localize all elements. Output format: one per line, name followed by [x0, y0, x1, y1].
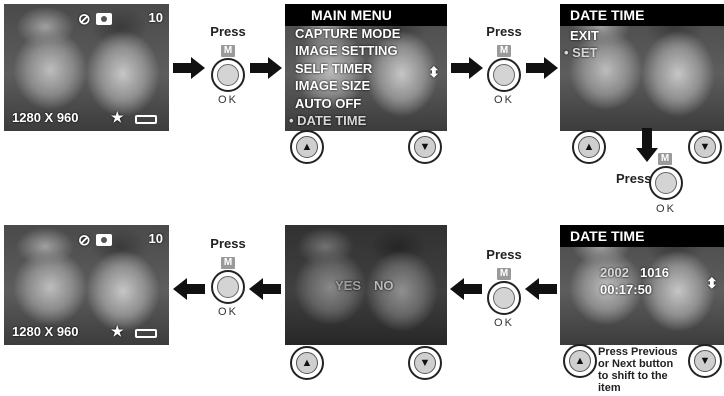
down-arrow-icon: ▼ — [690, 346, 720, 376]
menu-item-set[interactable]: • SET — [564, 45, 597, 61]
press-label: Press — [616, 171, 651, 186]
ok-label: OK — [198, 306, 258, 318]
ok-label: OK — [198, 94, 258, 106]
shots-count: 10 — [149, 231, 163, 246]
confirm-screen: YES NO — [285, 225, 447, 345]
date-time-set-title: DATE TIME — [560, 225, 724, 247]
up-arrow-icon: ▲ — [292, 348, 322, 378]
quality-star-icon: ★ — [111, 323, 124, 340]
adjust-updown-icon: ⬍ — [706, 275, 718, 292]
navigation-note: Press Previous or Next button to shift t… — [598, 346, 678, 394]
menu-m-badge: M — [221, 45, 235, 57]
down-arrow-icon: ▼ — [410, 132, 440, 162]
flash-off-icon: ⊘ — [78, 231, 91, 249]
previous-button[interactable]: ▲ — [290, 346, 324, 380]
menu-item-self-timer[interactable]: SELF TIMER — [295, 61, 372, 77]
menu-ok-button[interactable] — [487, 58, 521, 92]
ok-label: OK — [474, 317, 534, 329]
press-label: Press — [474, 247, 534, 262]
menu-item-date-time[interactable]: • DATE TIME — [289, 113, 366, 129]
previous-button[interactable]: ▲ — [563, 344, 597, 378]
date-time-menu-screen: DATE TIME EXIT • SET — [560, 4, 724, 131]
live-view-screen-bottom: ⊘ 10 1280 X 960 ★ — [4, 225, 169, 345]
menu-ok-button[interactable] — [211, 270, 245, 304]
battery-icon — [135, 115, 157, 124]
press-ok-step-2: Press M OK — [474, 24, 534, 108]
up-arrow-icon: ▲ — [574, 132, 604, 162]
flash-off-icon: ⊘ — [78, 10, 91, 28]
flow-arrow-left-4 — [173, 278, 205, 300]
camera-icon — [96, 234, 112, 246]
date-time-title: DATE TIME — [560, 4, 724, 26]
scroll-updown-icon: ⬍ — [428, 64, 440, 81]
down-arrow-icon: ▼ — [690, 132, 720, 162]
yes-option[interactable]: YES — [335, 278, 361, 293]
menu-item-exit[interactable]: EXIT — [570, 28, 599, 44]
resolution-label: 1280 X 960 — [12, 110, 79, 125]
flow-arrow-right-2 — [250, 57, 282, 79]
next-button[interactable]: ▼ — [688, 130, 722, 164]
ok-label: OK — [649, 203, 683, 215]
year-value[interactable]: 2002 — [600, 265, 629, 280]
down-arrow-icon: ▼ — [410, 348, 440, 378]
flow-arrow-left-2 — [450, 278, 482, 300]
menu-m-badge: M — [221, 257, 235, 269]
menu-m-badge: M — [497, 45, 511, 57]
up-arrow-icon: ▲ — [565, 346, 595, 376]
ok-label: OK — [474, 94, 534, 106]
quality-star-icon: ★ — [111, 109, 124, 126]
battery-icon — [135, 329, 157, 338]
menu-ok-button[interactable] — [649, 166, 683, 200]
menu-item-capture-mode[interactable]: CAPTURE MODE — [295, 26, 400, 42]
note-line: Press Previous — [598, 346, 678, 358]
press-ok-step-1: Press M OK — [198, 24, 258, 108]
no-option[interactable]: NO — [374, 278, 394, 293]
date-time-set-screen: DATE TIME 2002 1016 00:17:50 ⬍ — [560, 225, 724, 345]
main-menu-title: MAIN MENU — [285, 4, 447, 26]
press-ok-step-5: Press M OK — [198, 236, 258, 320]
month-day-value[interactable]: 1016 — [640, 265, 669, 280]
menu-ok-button[interactable] — [211, 58, 245, 92]
time-value[interactable]: 00:17:50 — [600, 282, 652, 297]
menu-ok-button[interactable] — [487, 281, 521, 315]
next-button[interactable]: ▼ — [688, 344, 722, 378]
resolution-label: 1280 X 960 — [12, 324, 79, 339]
menu-m-badge: M — [658, 153, 672, 165]
menu-m-badge: M — [497, 268, 511, 280]
note-line: or Next button — [598, 358, 678, 370]
note-line: item — [598, 382, 678, 394]
previous-button[interactable]: ▲ — [290, 130, 324, 164]
live-view-screen-top: ⊘ 10 1280 X 960 ★ — [4, 4, 169, 131]
main-menu-screen: MAIN MENU CAPTURE MODE IMAGE SETTING SEL… — [285, 4, 447, 131]
note-line: to shift to the — [598, 370, 678, 382]
press-label: Press — [474, 24, 534, 39]
camera-icon — [96, 13, 112, 25]
press-label: Press — [198, 236, 258, 251]
menu-item-image-setting[interactable]: IMAGE SETTING — [295, 43, 398, 59]
flow-arrow-right-4 — [526, 57, 558, 79]
next-button[interactable]: ▼ — [408, 346, 442, 380]
previous-button[interactable]: ▲ — [572, 130, 606, 164]
next-button[interactable]: ▼ — [408, 130, 442, 164]
up-arrow-icon: ▲ — [292, 132, 322, 162]
press-ok-step-4: Press M OK — [474, 247, 534, 331]
menu-item-auto-off[interactable]: AUTO OFF — [295, 96, 361, 112]
press-label: Press — [198, 24, 258, 39]
menu-item-image-size[interactable]: IMAGE SIZE — [295, 78, 370, 94]
shots-count: 10 — [149, 10, 163, 25]
